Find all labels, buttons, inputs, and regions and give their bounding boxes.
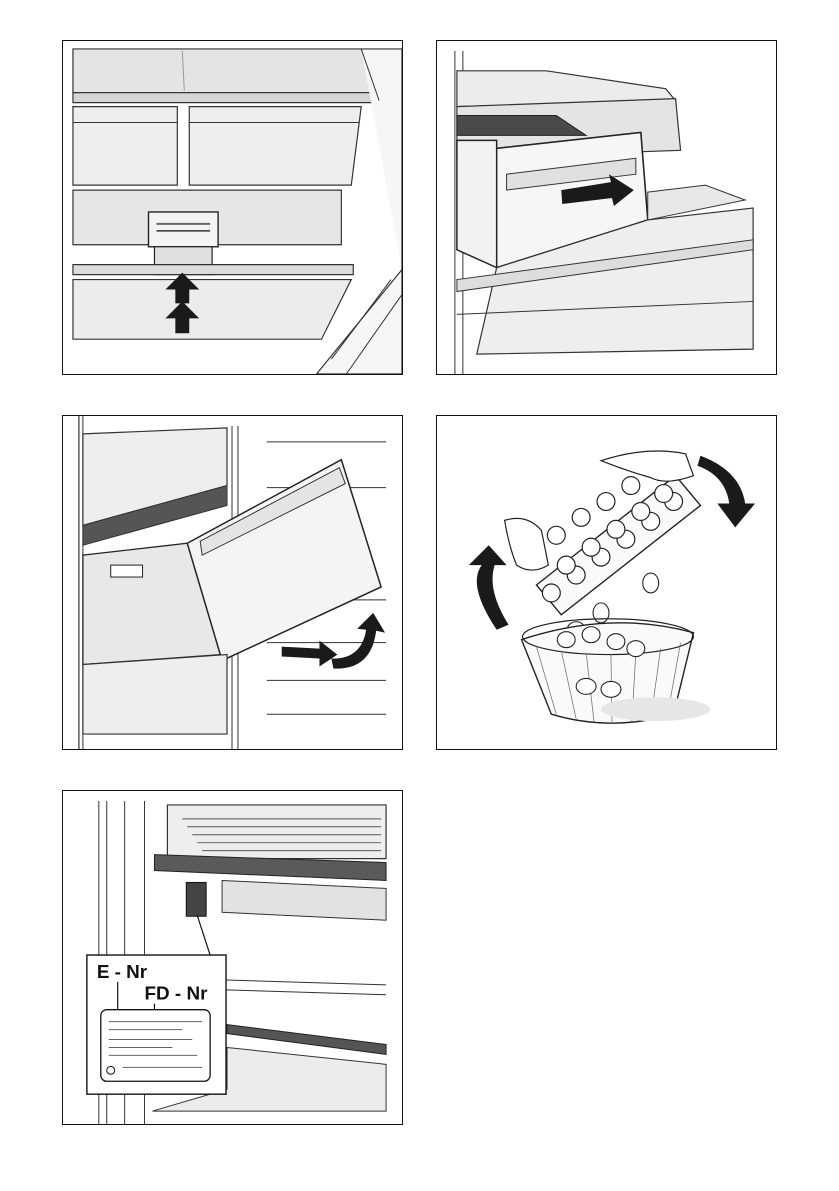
rating-plate-location — [186, 882, 206, 916]
rotate-right-arrow-icon — [697, 456, 755, 528]
rotate-left-arrow-icon — [469, 545, 509, 629]
rating-plate-illustration: E - Nr FD - Nr — [63, 791, 402, 1124]
illustration-panel-rating-plate: E - Nr FD - Nr — [62, 790, 403, 1125]
e-nr-label: E - Nr — [97, 962, 148, 983]
rating-plate — [101, 1010, 210, 1082]
lift-handle — [149, 212, 219, 247]
drawer-remove-illustration — [437, 41, 776, 374]
illustration-panel-drawer-remove — [436, 40, 777, 375]
egg-tray-illustration — [437, 416, 776, 749]
illustration-panel-drawer-tilt — [62, 415, 403, 750]
shelf-lift-illustration — [63, 41, 402, 374]
right-hand — [601, 451, 693, 481]
drawer-tilt-illustration — [63, 416, 402, 749]
left-hand — [505, 518, 549, 570]
illustration-panel-shelf-lift — [62, 40, 403, 375]
illustration-panel-egg-tray — [436, 415, 777, 750]
fd-nr-label: FD - Nr — [145, 984, 209, 1005]
